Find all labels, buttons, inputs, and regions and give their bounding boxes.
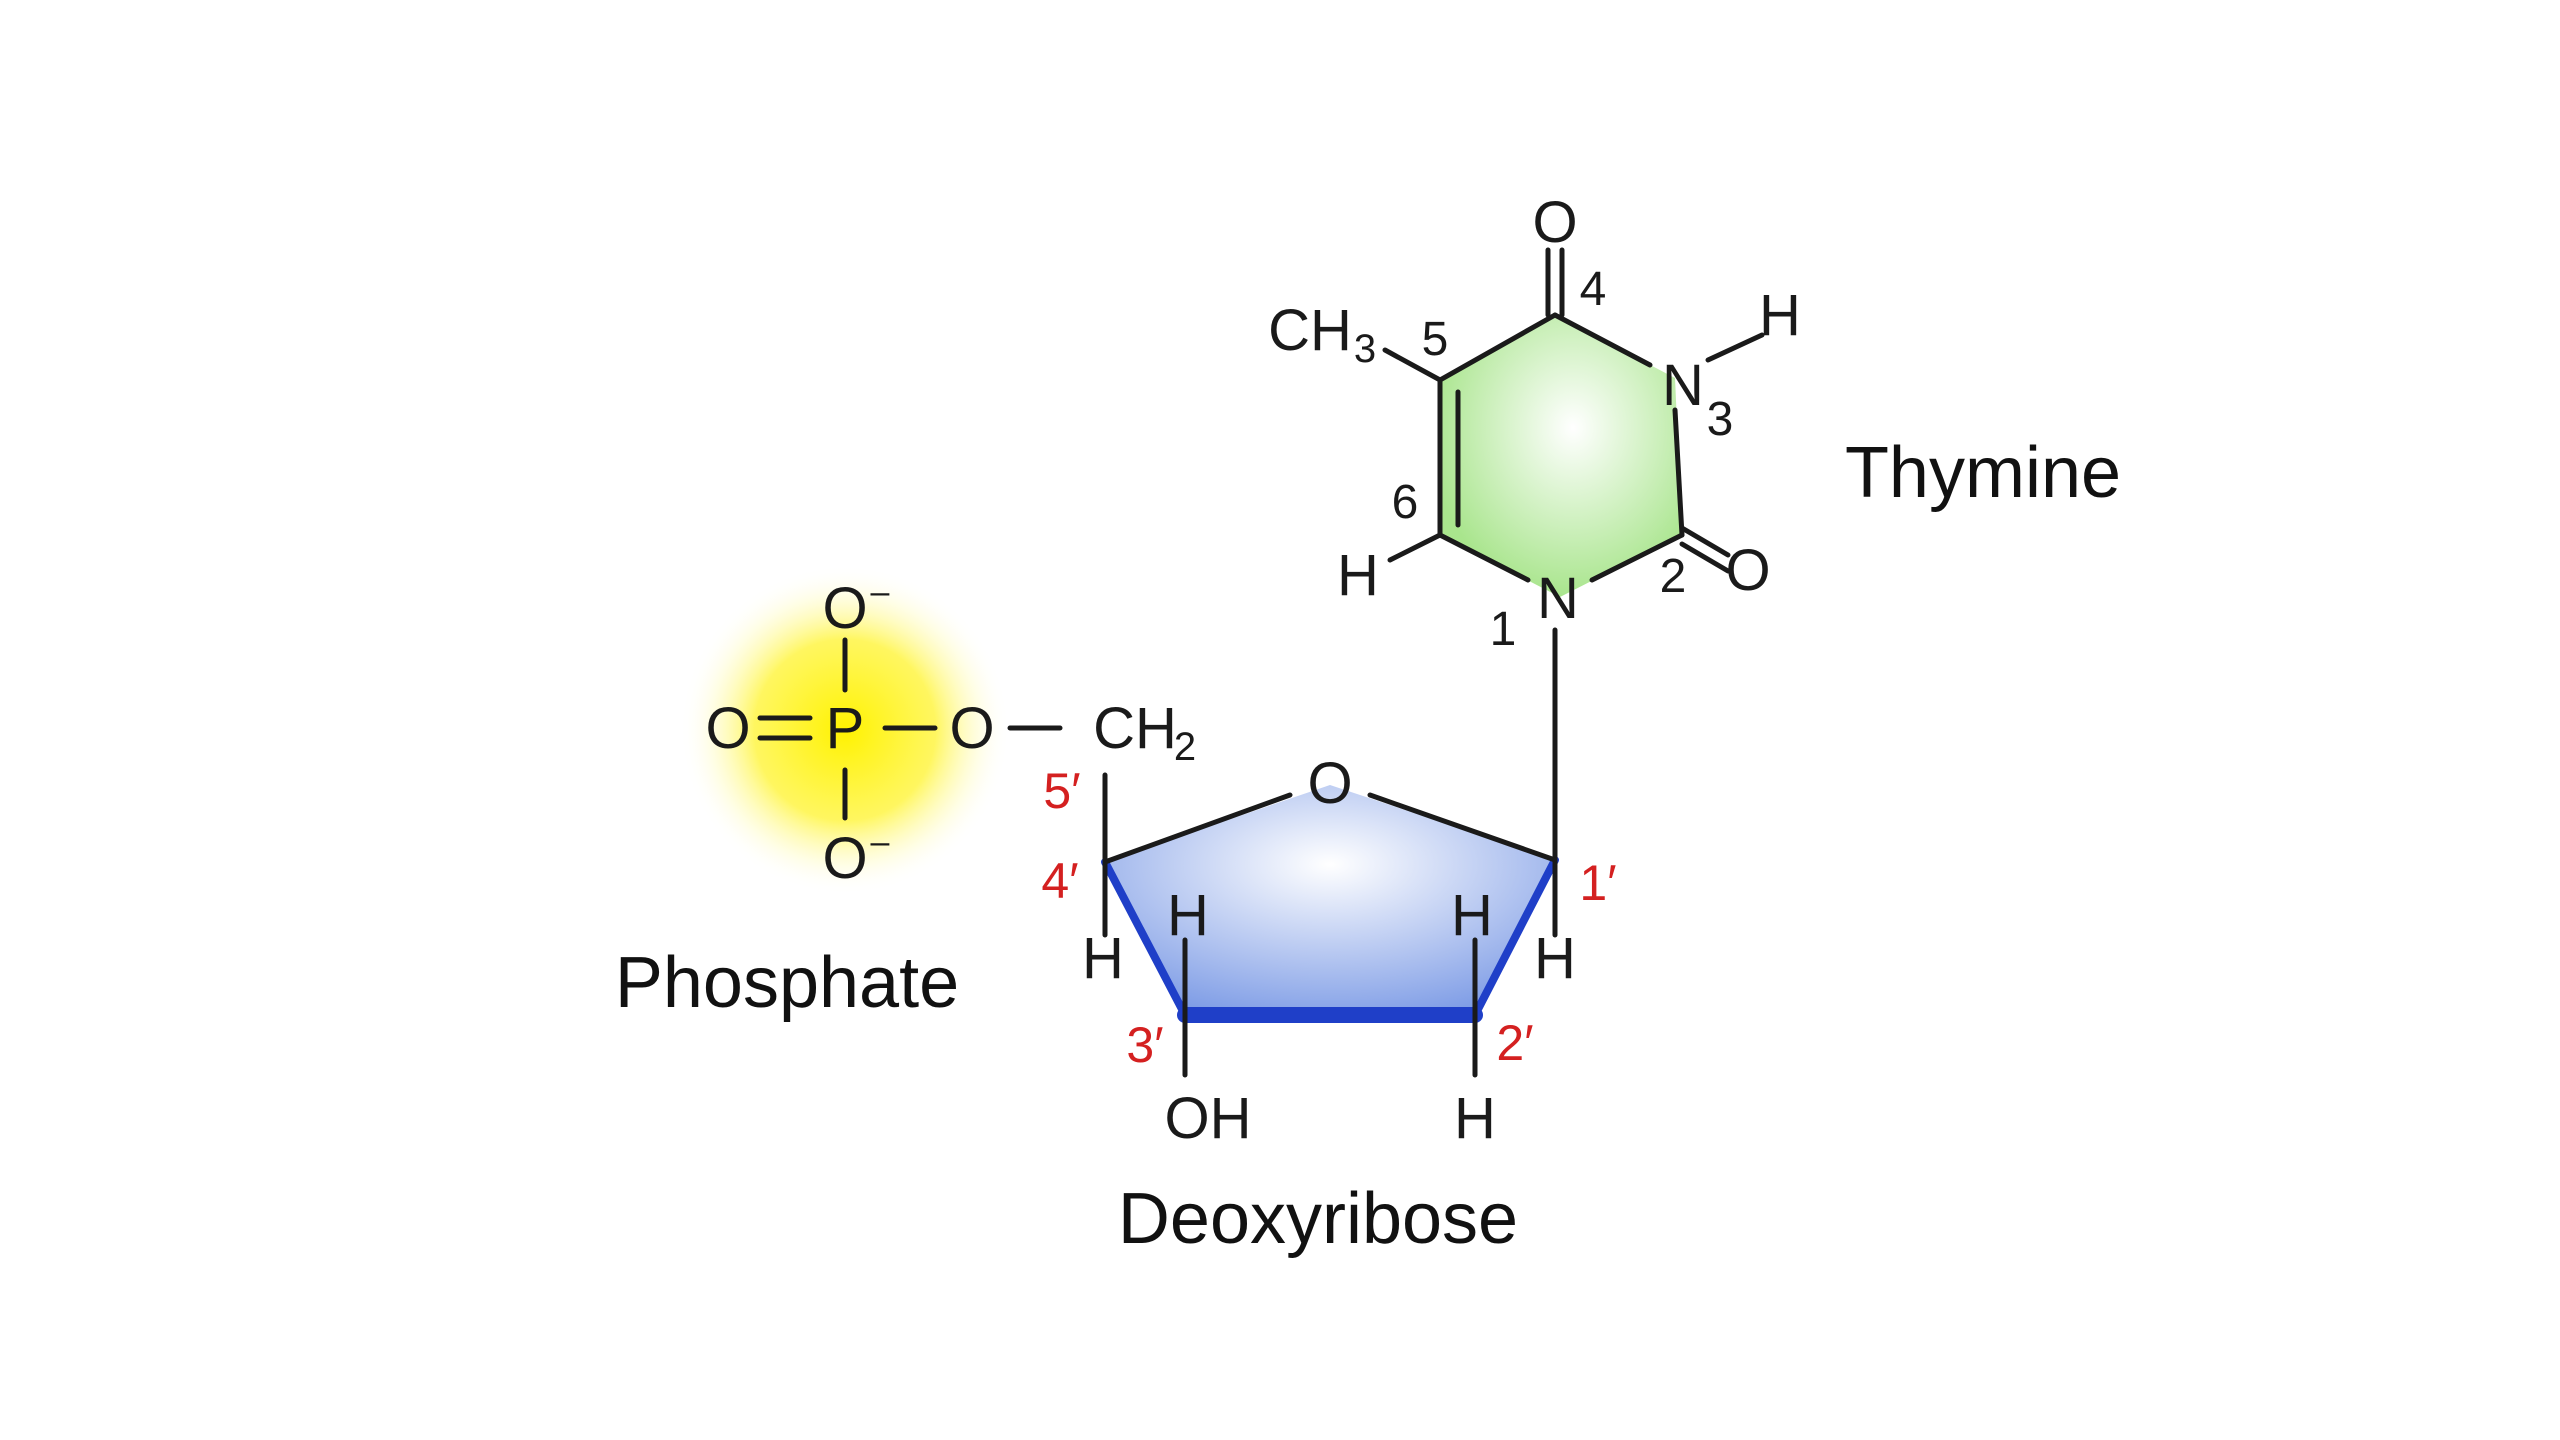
sugar-o-ring: O [1307, 751, 1352, 816]
carbon-number-3: 3′ [1126, 1017, 1163, 1073]
ring-number-6: 6 [1392, 476, 1419, 529]
carbon-number-1: 1′ [1579, 855, 1616, 911]
sugar-h-c1: H [1534, 926, 1576, 991]
phosphate-o-top: O [822, 576, 867, 641]
thymine-ring-fill [1440, 315, 1682, 597]
phosphate-p: P [826, 696, 865, 761]
deoxyribose-ring-fill [1105, 785, 1555, 1012]
thymine-n3: N [1662, 353, 1704, 418]
carbon-number-4: 4′ [1041, 853, 1078, 909]
thymine-n3-sub: 3 [1707, 393, 1734, 446]
phosphate-o-top-charge: – [871, 573, 890, 611]
sugar-oh: OH [1165, 1086, 1252, 1151]
ring-number-1: 1 [1490, 603, 1517, 656]
sugar-side-edge-left [1101, 858, 1189, 1019]
phosphate-o-bottom-charge: – [871, 823, 890, 861]
sugar-h-c4: H [1082, 926, 1124, 991]
sugar-ch2-sub: 2 [1174, 725, 1196, 769]
phosphate-glow [680, 565, 1010, 895]
phosphate-o-left: O [705, 696, 750, 761]
phosphate-o-bridge: O [949, 696, 994, 761]
ring-number-4: 4 [1580, 263, 1607, 316]
sugar-side-edge-right [1471, 856, 1559, 1019]
thymine-o-c2: O [1725, 538, 1770, 603]
phosphate-o-bottom: O [822, 826, 867, 891]
phosphate-bonds [757, 637, 1063, 821]
thymine-o-top: O [1532, 190, 1577, 255]
sugar-h-c2-down: H [1454, 1086, 1496, 1151]
thymine-ch3-sub: 3 [1354, 327, 1376, 371]
sugar-bonds [1102, 772, 1558, 1078]
thymine-bonds [1382, 247, 1765, 863]
thymine-ch3: CH [1268, 298, 1352, 363]
thymine-h-c6: H [1337, 543, 1379, 608]
thymine-h-n3: H [1759, 283, 1801, 348]
sugar-h-c3: H [1167, 883, 1209, 948]
carbon-number-5: 5′ [1043, 763, 1080, 819]
ring-number-2: 2 [1660, 550, 1687, 603]
sugar-h-c2-up: H [1451, 883, 1493, 948]
label-phosphate: Phosphate [615, 943, 959, 1023]
label-thymine: Thymine [1845, 433, 2121, 513]
label-deoxyribose: Deoxyribose [1118, 1179, 1518, 1259]
carbon-number-2: 2′ [1496, 1015, 1533, 1071]
sugar-ch2: CH [1093, 696, 1177, 761]
ring-number-5: 5 [1422, 313, 1449, 366]
thymine-n1: N [1537, 566, 1579, 631]
